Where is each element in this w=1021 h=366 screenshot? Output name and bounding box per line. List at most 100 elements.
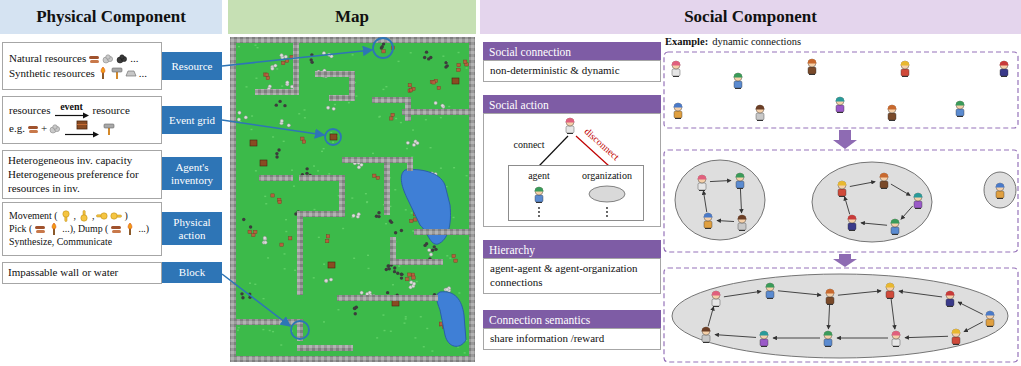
agent-body xyxy=(756,113,764,120)
arrow-head xyxy=(83,113,89,119)
agent-sprite xyxy=(566,118,575,134)
grass-tuft xyxy=(323,148,325,149)
wood-resource xyxy=(325,240,328,243)
grass-tuft xyxy=(400,122,402,123)
item-label: agent xyxy=(528,170,550,181)
stone-resource xyxy=(284,55,287,58)
agent-sprite xyxy=(808,59,817,75)
grass-tuft xyxy=(372,153,374,154)
pointer-arrow xyxy=(222,50,372,66)
agent-hair xyxy=(886,283,895,287)
grass-tuft xyxy=(342,228,344,229)
event-arrow xyxy=(54,112,90,119)
wood-resource xyxy=(452,254,455,257)
pointer-arrows xyxy=(222,50,372,326)
connection-arrow xyxy=(891,184,910,195)
text-area: Social action xyxy=(489,99,655,111)
item-text: Natural resources xyxy=(9,52,86,66)
agent-hair xyxy=(986,311,995,315)
crafting-table xyxy=(330,134,337,140)
action-label: disconnect xyxy=(582,126,621,163)
coal-resource xyxy=(249,225,252,228)
caption-text: Example: xyxy=(665,36,708,47)
palm xyxy=(81,215,87,221)
wood-resource xyxy=(391,113,394,116)
agent-head xyxy=(838,181,846,189)
text-area: Physical action xyxy=(165,216,219,241)
section-body: share information /reward xyxy=(483,328,661,350)
coal-resource xyxy=(423,56,426,59)
item-icon xyxy=(124,223,136,235)
agent-body xyxy=(946,299,954,306)
item-icon xyxy=(34,223,46,235)
stone-resource xyxy=(332,107,335,110)
grass-tuft xyxy=(442,55,444,56)
dashed-frame xyxy=(664,150,1018,252)
grass-tuft xyxy=(425,119,427,120)
item-icon xyxy=(111,67,123,79)
wood-resource xyxy=(289,237,292,240)
item-text: Synthetic resources xyxy=(9,67,95,81)
coal-resource xyxy=(305,167,308,170)
item-text: e.g. xyxy=(9,122,25,136)
grass-tuft xyxy=(269,330,271,331)
item-icon xyxy=(125,67,137,79)
agent-sprite xyxy=(848,215,857,231)
agent-head xyxy=(535,187,543,195)
agent-body xyxy=(674,111,682,118)
node-text: Hierarchy xyxy=(489,244,655,256)
stone-resource xyxy=(412,282,415,285)
grass-tuft xyxy=(351,197,353,198)
item-icon xyxy=(96,210,108,222)
text-area: agent-agent & agent-organization connect… xyxy=(490,262,654,290)
grass-tuft xyxy=(337,309,339,310)
item-label: connect xyxy=(513,139,544,150)
agent-head xyxy=(946,291,954,299)
grass-tuft xyxy=(412,230,414,231)
agent-hair xyxy=(891,219,900,223)
item-text: + xyxy=(41,122,47,136)
wood-resource xyxy=(409,89,412,92)
connection-arrow xyxy=(708,307,713,327)
grass-tuft xyxy=(276,68,278,69)
agent-hair xyxy=(901,61,910,65)
grass-tuft xyxy=(332,141,334,142)
grass-tuft xyxy=(431,350,433,351)
item-text: Movement ( xyxy=(9,210,58,222)
coal-resource xyxy=(387,264,390,267)
agent-head xyxy=(956,101,964,109)
grass-tuft xyxy=(330,132,332,133)
text-line: e.g. + xyxy=(8,119,156,138)
node-text: Connection semantics xyxy=(489,314,655,326)
connection-arrow xyxy=(773,338,820,339)
grass-tuft xyxy=(255,78,257,79)
grass-tuft xyxy=(334,104,336,105)
grass-tuft xyxy=(313,209,315,210)
agent-body xyxy=(888,113,896,120)
agent-body xyxy=(826,297,834,304)
agent-body xyxy=(886,291,894,298)
category-tag: Resource xyxy=(162,52,222,80)
coal-resource xyxy=(278,100,281,103)
grass-tuft xyxy=(293,185,295,186)
agent-body xyxy=(914,201,922,208)
text-area: Agent's inventory xyxy=(165,161,219,186)
grass-tuft xyxy=(355,95,357,96)
wood-resource xyxy=(376,176,379,179)
connection-arrow xyxy=(715,335,756,338)
agent-body xyxy=(892,339,900,346)
section-body: agent-agent & agent-organization connect… xyxy=(483,258,661,294)
event-box: resourceseventresourcee.g.+ xyxy=(2,96,162,144)
item-text: , xyxy=(92,210,94,222)
grass-tuft xyxy=(385,223,387,224)
agent-head xyxy=(824,331,832,339)
grass-tuft xyxy=(348,102,350,103)
stone-resource xyxy=(280,54,283,57)
hand xyxy=(81,211,87,222)
item-text: Pick ( xyxy=(9,223,32,235)
node-text: Resource xyxy=(165,60,219,73)
stone-resource xyxy=(263,236,266,239)
agent-body xyxy=(704,221,712,228)
wall xyxy=(405,109,469,115)
grass-tuft xyxy=(411,212,413,213)
